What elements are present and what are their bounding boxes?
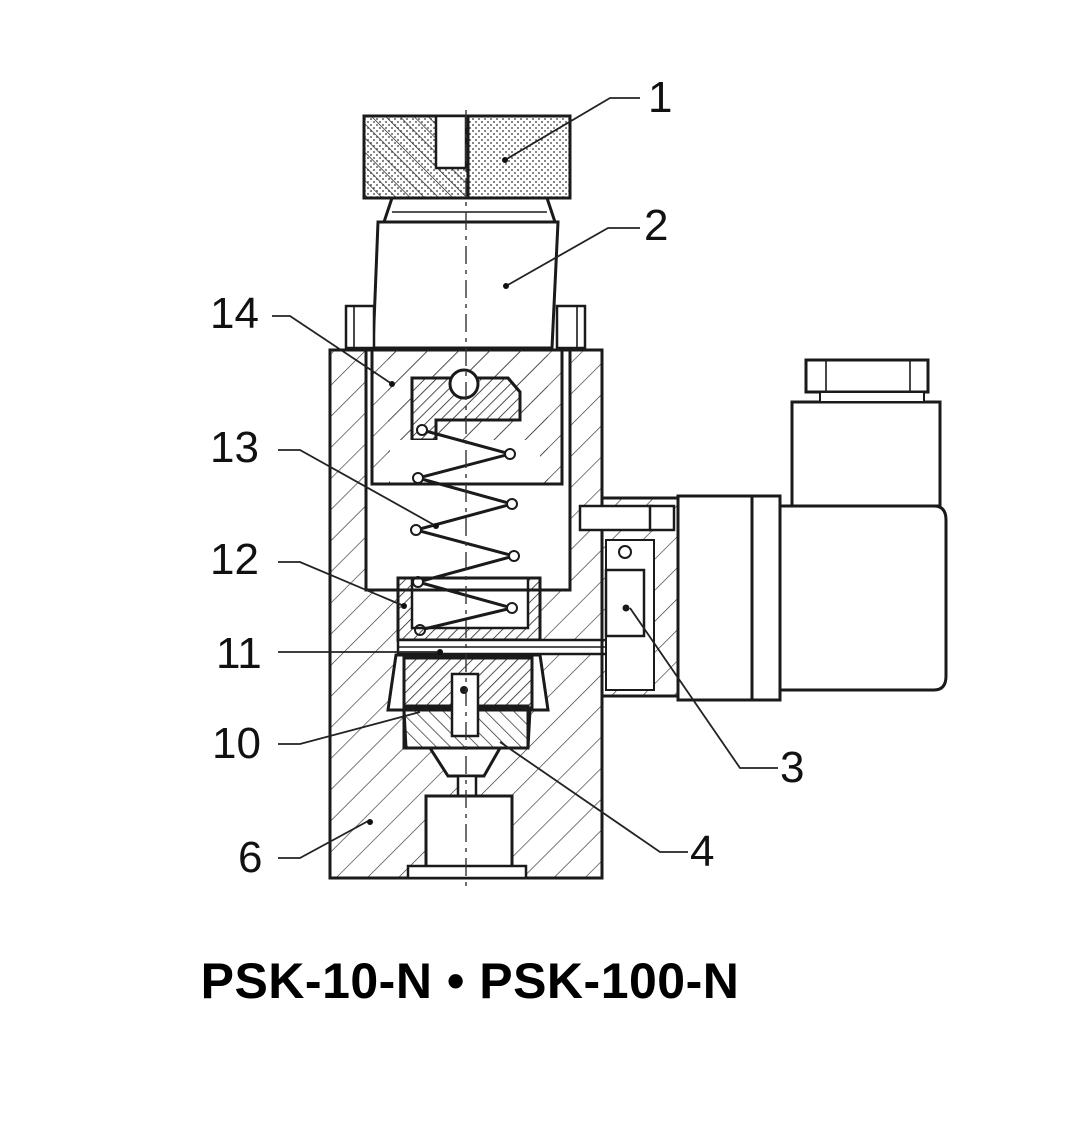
callout-3: 3 [780,743,804,792]
microswitch-housing [578,496,680,698]
callout-2: 2 [644,201,668,250]
model-title: PSK-10-N • PSK-100-N [200,953,740,1009]
plug-connector [676,358,948,702]
callout-6: 6 [238,833,262,882]
lock-nut [344,304,587,350]
callout-12: 12 [210,535,259,584]
callout-14: 14 [210,289,259,338]
callout-11: 11 [216,629,262,678]
callout-4: 4 [690,827,714,876]
callout-1: 1 [648,73,672,122]
callout-13: 13 [210,423,259,472]
leader-lines [272,97,778,859]
piston [402,656,534,750]
callout-10: 10 [212,719,261,768]
adjustment-knob [362,114,572,200]
callout-labels: 1 2 14 13 12 11 10 6 3 4 [210,73,804,882]
